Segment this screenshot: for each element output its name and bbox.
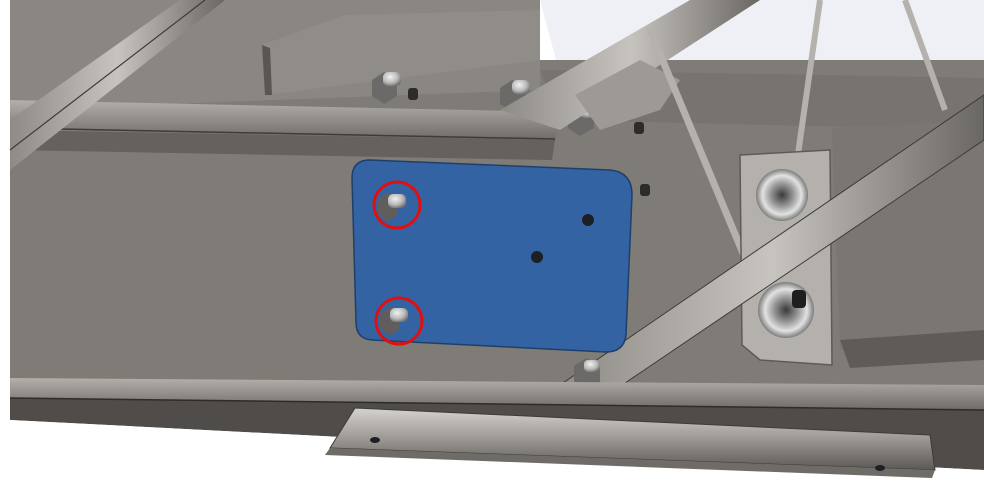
- highlight-circle-upper: [372, 180, 422, 230]
- grommet-icon: [758, 282, 814, 338]
- tension-rod: [646, 28, 754, 272]
- rail-hole-icon: [370, 437, 380, 443]
- strut-edge: [9, 0, 206, 151]
- bottom-rail-edge: [325, 448, 935, 478]
- plate-bolt-upper: [378, 192, 406, 222]
- lower-beam-edge: [9, 397, 984, 411]
- slot-icon: [408, 88, 418, 100]
- bolt-icon: [390, 308, 408, 322]
- stud-icon: [792, 290, 806, 308]
- plate-bolt-lower: [380, 306, 408, 336]
- upper-bracket-lip: [262, 45, 272, 95]
- strut-node: [575, 60, 680, 130]
- bolt-icon: [388, 194, 406, 208]
- rail-hole-icon: [875, 465, 885, 471]
- bolt-icon: [512, 80, 530, 94]
- bolt-icon: [584, 360, 600, 372]
- diagonal-strut-left: [10, 0, 225, 170]
- grommet-icon: [756, 169, 808, 221]
- beam-edge: [9, 127, 556, 140]
- upper-beam: [10, 100, 560, 140]
- upper-beam-face: [10, 130, 555, 160]
- blue-mounting-plate: [351, 159, 633, 353]
- lower-beam-top: [10, 378, 984, 410]
- bolt-icon: [383, 72, 401, 86]
- tension-rod: [902, 0, 948, 112]
- slot-icon: [634, 122, 644, 134]
- upper-bracket: [262, 10, 540, 95]
- slot-icon: [640, 184, 650, 196]
- right-channel-lip: [840, 330, 984, 368]
- highlight-circle-lower: [374, 296, 424, 346]
- diagonal-strut-top: [500, 0, 760, 130]
- plate-hole-icon: [582, 214, 594, 226]
- plate-hole-icon: [531, 251, 543, 263]
